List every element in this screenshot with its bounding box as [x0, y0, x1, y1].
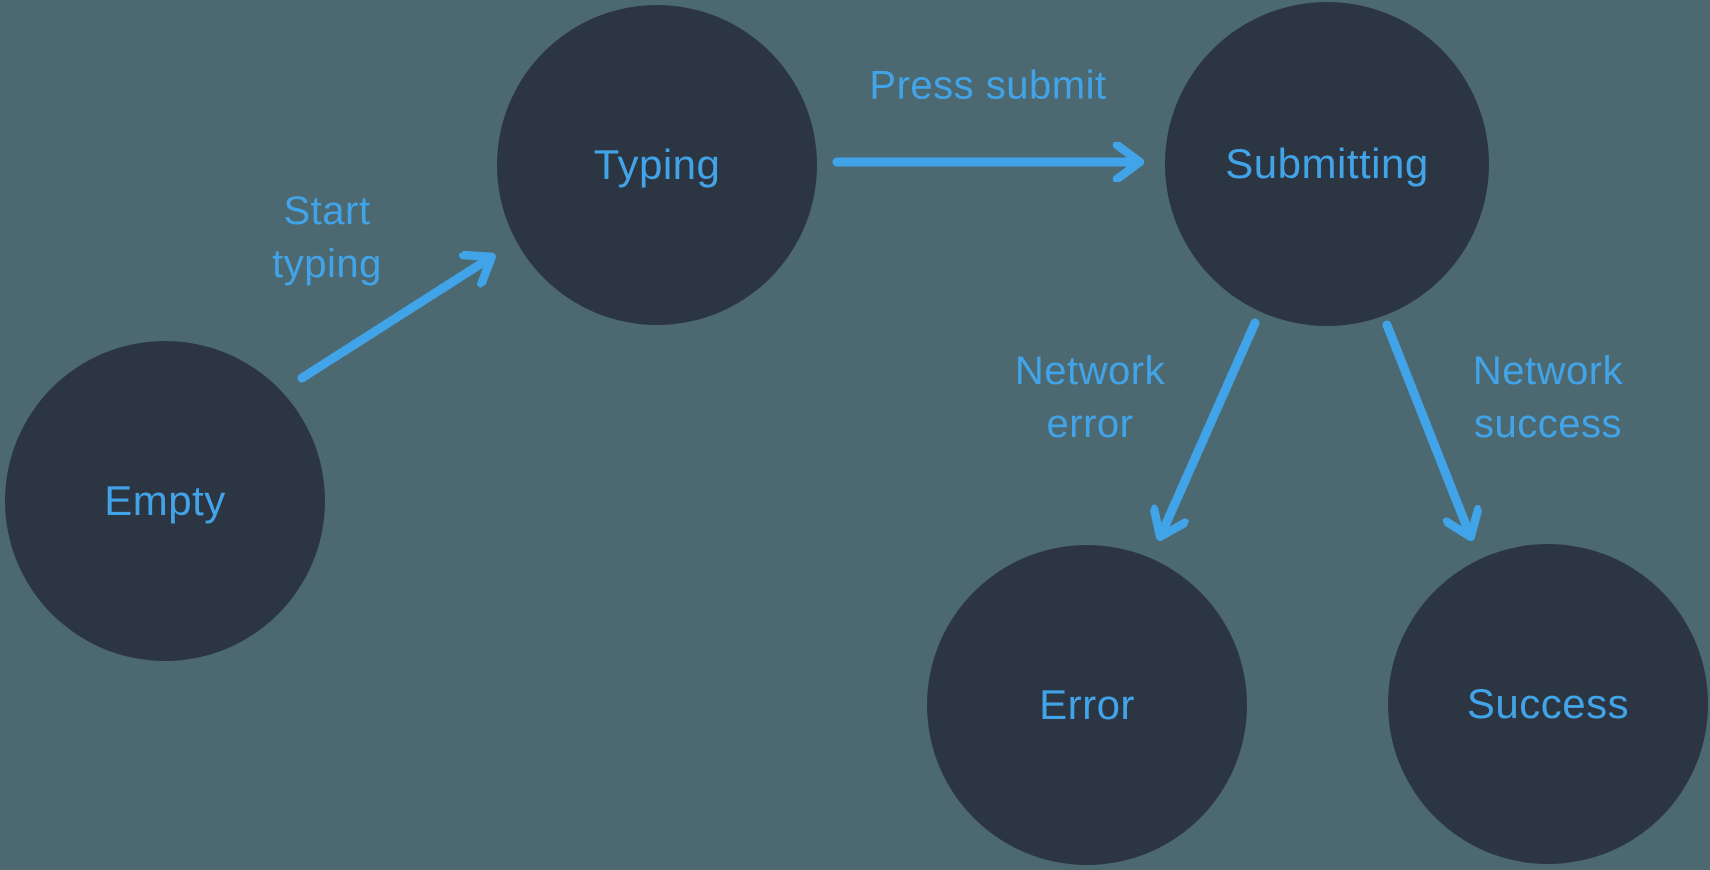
state-node-error: Error: [927, 545, 1247, 865]
edge-label-start-typing: Start typing: [272, 189, 382, 286]
arrow-empty-to-typing: [297, 258, 490, 383]
edge-label-press-submit: Press submit: [869, 63, 1107, 108]
arrow-submitting-to-success: [1382, 320, 1470, 535]
arrow-submitting-to-error: [1161, 318, 1260, 535]
state-node-submitting: Submitting: [1165, 2, 1489, 326]
state-node-success-label: Success: [1466, 680, 1630, 727]
state-node-error-label: Error: [1039, 681, 1135, 728]
edge-label-network-success: Network success: [1472, 349, 1624, 446]
state-node-submitting-label: Submitting: [1225, 140, 1429, 187]
state-node-typing-label: Typing: [593, 141, 721, 188]
edge-label-network-error: Network error: [1014, 349, 1166, 446]
state-node-empty: Empty: [5, 341, 325, 661]
state-node-empty-label: Empty: [104, 477, 226, 524]
state-node-typing: Typing: [497, 5, 817, 325]
state-node-success: Success: [1388, 544, 1708, 864]
